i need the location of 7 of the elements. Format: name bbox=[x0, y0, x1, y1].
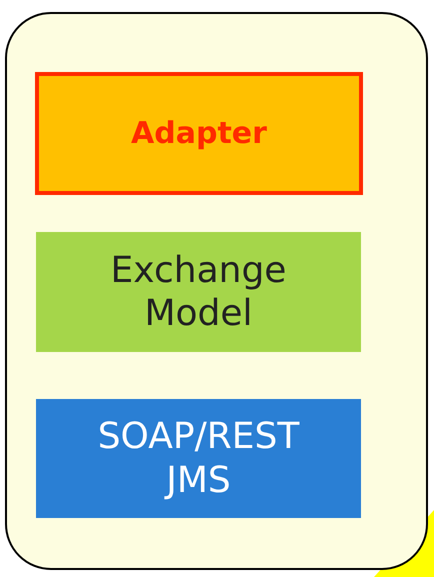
component-box bbox=[36, 232, 361, 352]
node-label: SOAP/REST JMS bbox=[96, 415, 300, 502]
node-label: Exchange Model bbox=[110, 248, 288, 336]
node-label: Adapter bbox=[131, 116, 267, 152]
component-box bbox=[36, 399, 361, 518]
component-box bbox=[35, 72, 363, 195]
container-panel bbox=[5, 12, 428, 570]
